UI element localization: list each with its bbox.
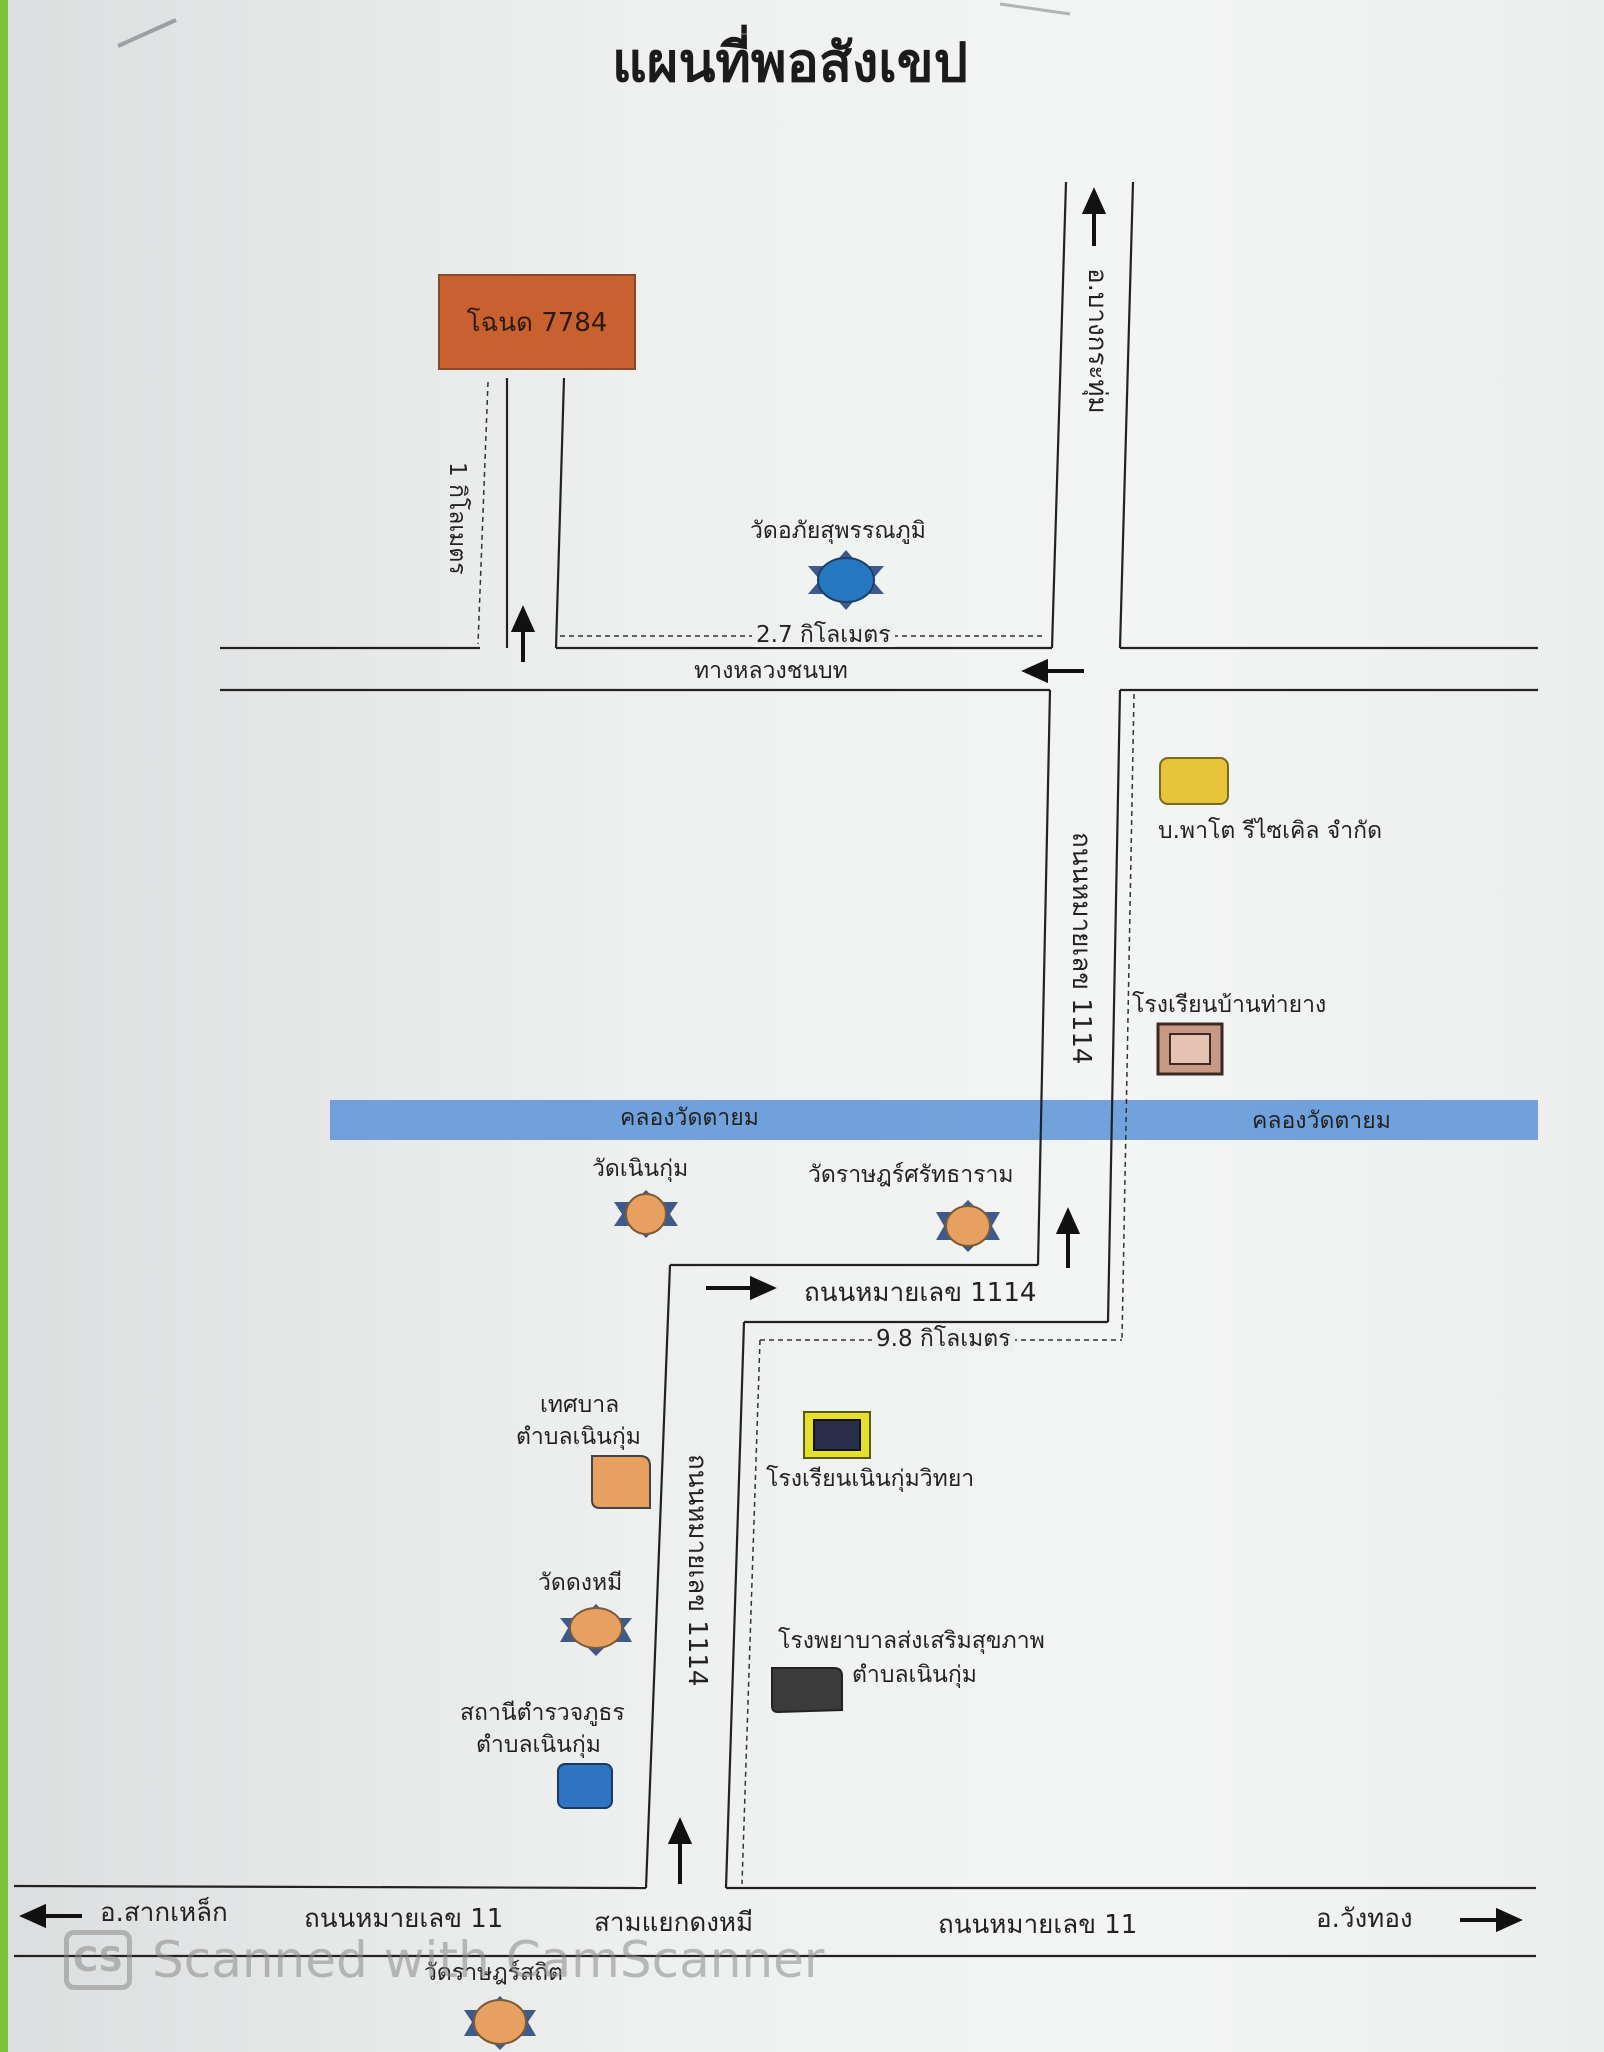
school-icon-tha-yang (1156, 1022, 1224, 1076)
road-label-1114-jog: ถนนหมายเลข 1114 (804, 1278, 1037, 1308)
temple-icon-wat-rat-sadit (464, 1996, 536, 2050)
road-label-rural: ทางหลวงชนบท (694, 658, 848, 684)
road-1114-jog (670, 1263, 1108, 1324)
camscanner-watermark: CS Scanned with CamScanner (64, 1928, 824, 1992)
label-wat-dong-mi: วัดดงหมี (538, 1570, 623, 1596)
canal-label-left: คลองวัดตายม (620, 1105, 759, 1131)
label-wat-rat-sadit: วัดราษฎร์สถิต (424, 1960, 563, 1986)
road-11 (13, 1884, 1536, 1958)
canal-label-right: คลองวัดตายม (1252, 1108, 1391, 1134)
direction-label-bang-krathum: อ.บางกระทุ่ม (1082, 268, 1112, 414)
temple-icon-wat-noen-kum (614, 1190, 678, 1238)
canal-band (330, 1100, 1538, 1140)
label-police-line1: สถานีตำรวจภูธร (460, 1700, 625, 1726)
arrow-right-1114 (706, 1275, 777, 1301)
distance-label-2-7km: 2.7 กิโลเมตร (752, 624, 895, 647)
hospital-icon (771, 1667, 843, 1714)
page-title: แผนที่พอสังเขป (612, 31, 968, 94)
temple-icon-wat-dong-mi (560, 1604, 632, 1656)
arrow-left-sak-lek (19, 1903, 82, 1929)
north-road (1050, 181, 1135, 649)
arrow-left-rural (1021, 658, 1084, 684)
label-pato: บ.พาโต รีไซเคิล จำกัด (1158, 818, 1383, 844)
road-label-1114-lower: ถนนหมายเลข 1114 (682, 1454, 712, 1687)
camscanner-logo-icon: CS (64, 1930, 132, 1990)
arrow-up-1114 (1055, 1207, 1081, 1268)
label-municipality-line1: เทศบาล (540, 1392, 620, 1418)
deed-distance-line (477, 381, 489, 645)
direction-label-wang-thong: อ.วังทอง (1316, 1904, 1413, 1934)
arrow-up-north (1081, 187, 1107, 246)
label-hospital-line1: โรงพยาบาลส่งเสริมสุขภาพ (778, 1628, 1045, 1654)
label-wat-rat-sattha: วัดราษฎร์ศรัทธาราม (808, 1162, 1014, 1188)
label-school-noen-kum-witthaya: โรงเรียนเนินกุ่มวิทยา (766, 1466, 975, 1492)
rural-road (220, 646, 1538, 692)
police-station-icon (557, 1763, 613, 1809)
arrow-right-wang-thong (1460, 1907, 1523, 1933)
direction-label-sak-lek: อ.สากเหล็ก (100, 1898, 228, 1928)
label-wat-noen-kum: วัดเนินกุ่ม (592, 1156, 689, 1182)
label-wat-aphai: วัดอภัยสุพรรณภูมิ (750, 518, 926, 544)
staple-mark (117, 18, 177, 48)
road-label-11-right: ถนนหมายเลข 11 (938, 1910, 1138, 1940)
road-1114-upper (1036, 689, 1122, 1323)
label-school-tha-yang: โรงเรียนบ้านท่ายาง (1132, 992, 1327, 1018)
road-1114-lower-distance (741, 1339, 761, 1885)
staple-mark-right (999, 2, 1071, 16)
deed-label: โฉนด 7784 (466, 307, 608, 338)
label-hospital-line2: ตำบลเนินกุ่ม (852, 1662, 977, 1688)
temple-icon-wat-rat-sattha (936, 1200, 1000, 1252)
temple-icon-wat-aphai (808, 550, 884, 610)
label-police-line2: ตำบลเนินกุ่ม (476, 1732, 601, 1758)
road-1114-lower (644, 1264, 746, 1889)
school-icon-noen-kum-witthaya (803, 1411, 871, 1459)
junction-label: สามแยกดงหมี (594, 1908, 754, 1938)
watermark-text: Scanned with CamScanner (152, 1931, 825, 1989)
distance-label-9-8km: 9.8 กิโลเมตร (872, 1328, 1015, 1351)
road-label-1114-upper: ถนนหมายเลข 1114 (1066, 832, 1096, 1065)
arrow-up-deed (510, 605, 536, 662)
factory-icon-pato (1159, 757, 1229, 805)
office-icon-municipality (591, 1455, 651, 1509)
deed-access-road (505, 377, 566, 649)
label-municipality-line2: ตำบลเนินกุ่ม (516, 1424, 641, 1450)
distance-label-1km: 1 กิโลเมตร (444, 462, 470, 575)
road-label-11-left: ถนนหมายเลข 11 (304, 1904, 504, 1934)
arrow-up-junction (667, 1817, 693, 1884)
deed-marker: โฉนด 7784 (438, 274, 636, 370)
